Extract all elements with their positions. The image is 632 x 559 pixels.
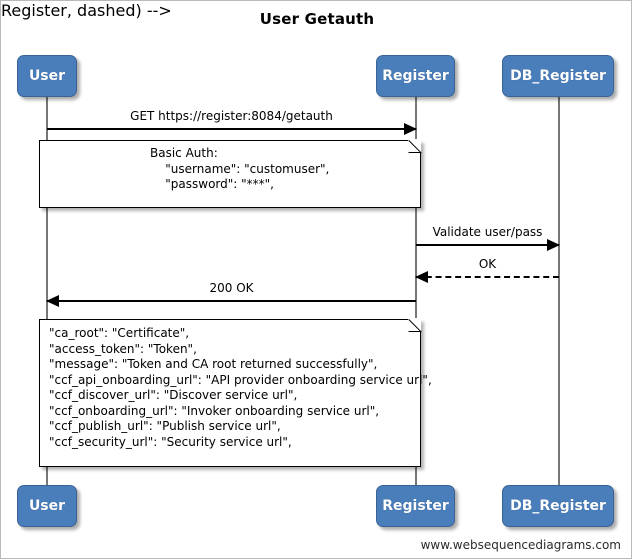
- note-line: "ca_root": "Certificate",: [49, 326, 190, 340]
- note-response-payload-lines: "ca_root": "Certificate", "access_token"…: [40, 320, 432, 450]
- note-line: "ccf_security_url": "Security service ur…: [49, 434, 292, 449]
- message-label-200-ok: 200 OK: [209, 281, 254, 295]
- note-fold-corner-icon: [408, 139, 422, 153]
- note-response-payload: "ca_root": "Certificate", "access_token"…: [39, 318, 432, 467]
- actor-label-register-bottom: Register: [382, 498, 449, 514]
- arrowhead-right-icon: [547, 239, 560, 251]
- actor-box-register-top[interactable]: Register: [376, 55, 455, 97]
- actor-label-db-register-bottom: DB_Register: [510, 498, 606, 514]
- actor-box-user-bottom[interactable]: User: [17, 485, 77, 527]
- lifeline-user: [46, 97, 48, 491]
- arrowhead-right-icon: [404, 123, 417, 135]
- arrowhead-left-icon: [415, 271, 428, 283]
- note-line: "password": "***",: [150, 177, 274, 191]
- actor-label-user-top: User: [28, 68, 66, 84]
- message-label-get-getauth: GET https://register:8084/getauth: [130, 109, 333, 123]
- actor-label-register-top: Register: [382, 68, 449, 84]
- message-line: [416, 276, 559, 278]
- message-line: [416, 244, 559, 246]
- actor-box-db-register-top[interactable]: DB_Register: [502, 55, 614, 97]
- lifeline-db-register: [558, 97, 560, 491]
- message-line: [47, 128, 416, 130]
- note-line: "ccf_onboarding_url": "Invoker onboardin…: [49, 403, 380, 418]
- actor-box-register-bottom[interactable]: Register: [376, 485, 455, 527]
- note-line: "ccf_api_onboarding_url": "API provider …: [49, 372, 432, 387]
- note-line: "message": "Token and CA root returned s…: [49, 357, 378, 371]
- actor-box-user-top[interactable]: User: [17, 55, 77, 97]
- note-line: "access_token": "Token",: [49, 341, 197, 356]
- actor-label-user-bottom: User: [28, 498, 66, 514]
- note-fold-corner-icon: [408, 318, 422, 332]
- message-label-ok: OK: [478, 257, 497, 271]
- note-basic-auth-lines: Basic Auth: "username": "customuser", "p…: [40, 141, 420, 193]
- note-line: Basic Auth:: [150, 146, 218, 160]
- arrowhead-left-icon: [46, 295, 59, 307]
- note-line: "ccf_discover_url": "Discover service ur…: [49, 388, 298, 402]
- note-basic-auth: Basic Auth: "username": "customuser", "p…: [39, 139, 422, 208]
- actor-box-db-register-bottom[interactable]: DB_Register: [502, 485, 614, 527]
- message-line: [47, 300, 416, 302]
- actor-label-db-register-top: DB_Register: [510, 68, 606, 84]
- note-line: "ccf_publish_url": "Publish service url"…: [49, 419, 281, 433]
- page-title: User Getauth: [259, 10, 375, 28]
- lifeline-register: [415, 97, 417, 491]
- footer-credit: www.websequencediagrams.com: [420, 538, 621, 552]
- note-line: "username": "customuser",: [150, 161, 330, 176]
- message-label-validate-user-pass: Validate user/pass: [432, 225, 543, 239]
